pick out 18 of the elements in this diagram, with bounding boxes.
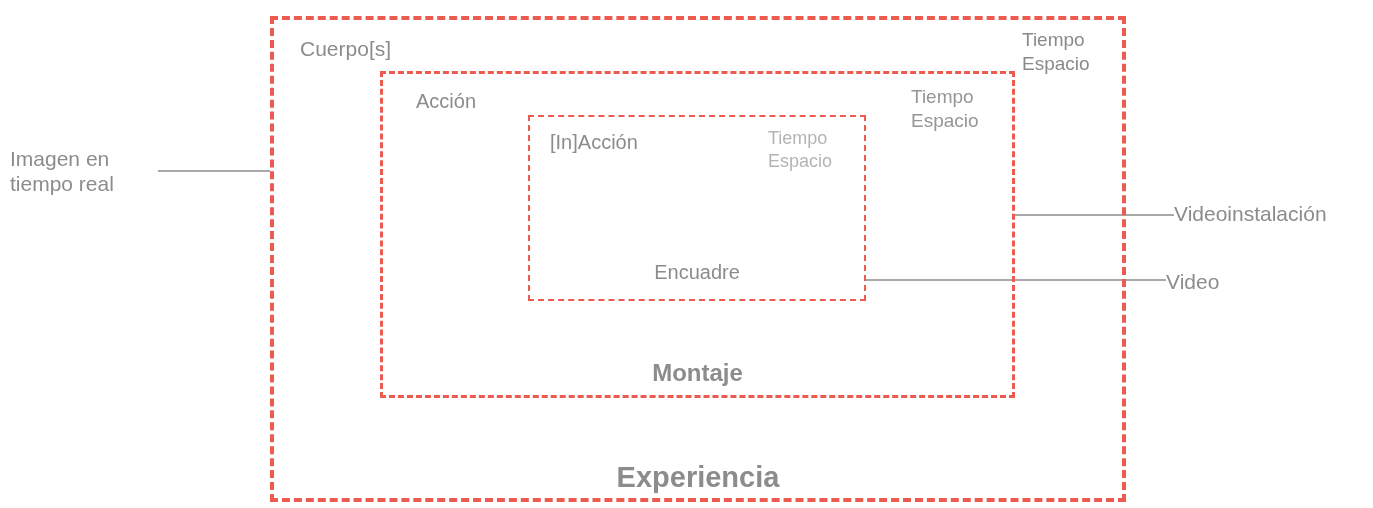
box-caption: Experiencia	[616, 460, 780, 495]
side-label: Videoinstalación	[1174, 201, 1327, 227]
middle-frame	[380, 71, 1015, 398]
side-label: Video	[1166, 269, 1220, 295]
box-caption: Encuadre	[654, 260, 740, 284]
box-title: Acción	[416, 89, 477, 113]
outer-frame	[270, 16, 1126, 502]
box-caption: Montaje	[652, 359, 743, 388]
time-space-label: Tiempo Espacio	[911, 85, 980, 133]
leader-line	[1014, 214, 1175, 216]
inner-frame	[528, 115, 866, 301]
side-label: Imagen en tiempo real	[10, 146, 115, 197]
time-space-label: Tiempo Espacio	[1022, 28, 1091, 76]
time-space-label: Tiempo Espacio	[768, 127, 834, 172]
leader-line	[157, 170, 271, 172]
leader-line	[865, 279, 1167, 281]
box-title: Cuerpo[s]	[300, 36, 392, 62]
box-title: [In]Acción	[550, 130, 638, 154]
